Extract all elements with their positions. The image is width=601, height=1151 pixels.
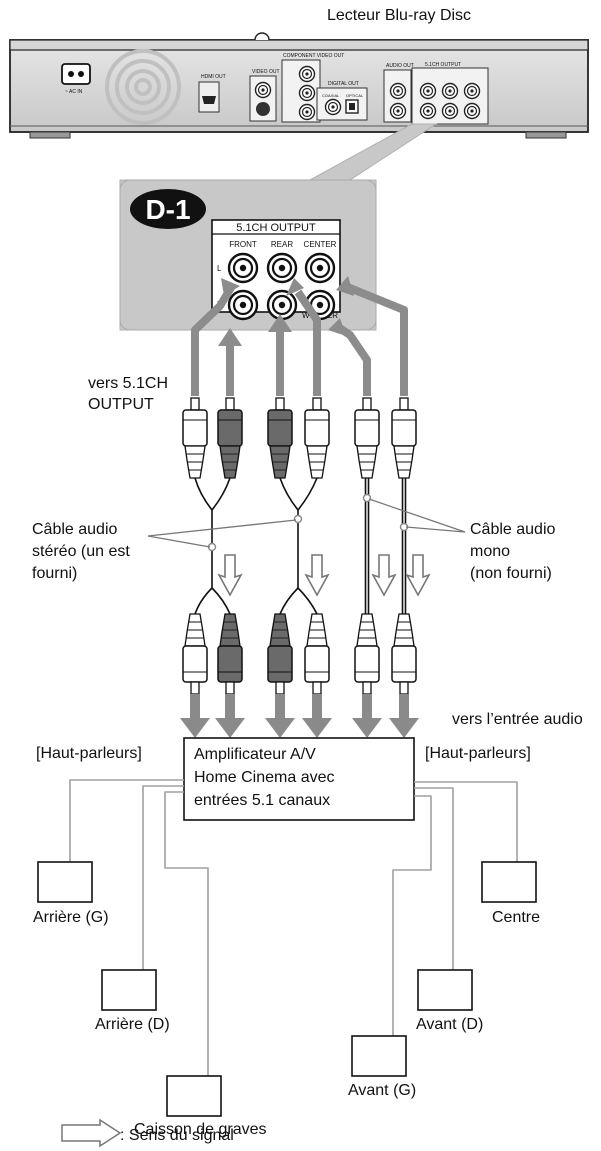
jack-front-l <box>227 252 259 284</box>
speaker-subwoofer <box>166 1075 222 1117</box>
d1-badge: D-1 <box>130 189 206 229</box>
inset-col-center: CENTER <box>304 240 337 249</box>
amplifier-box <box>183 737 415 821</box>
speaker-center <box>481 861 537 903</box>
cable-markers <box>207 493 409 552</box>
speaker-rear-right-label: Arrière (D) <box>95 1016 170 1033</box>
mono-cable-label-1: Câble audio <box>470 521 556 538</box>
component-video-out-group <box>281 59 321 123</box>
mono-cable-label-3: (non fourni) <box>470 565 552 582</box>
audio-out-group <box>383 69 412 123</box>
speakers <box>37 861 537 1117</box>
hdmi-out-label: HDMI OUT <box>201 74 226 80</box>
callout-lines <box>147 498 466 548</box>
bluray-player: ~ AC IN HDMI OUT VIDEO OUT COMPONENT VID… <box>9 32 589 139</box>
ac-in-label: ~ AC IN <box>65 89 83 95</box>
speaker-wires <box>69 779 518 1076</box>
legend-signal-arrow <box>61 1118 122 1148</box>
video-out-label: VIDEO OUT <box>252 69 280 75</box>
jack-rear-r <box>266 289 298 321</box>
stereo-cable-label-2: stéréo (un est <box>32 543 130 560</box>
cable-wires <box>194 477 407 615</box>
hdmi-out-port <box>198 81 220 113</box>
speaker-front-right <box>417 969 473 1011</box>
jack-center <box>304 252 336 284</box>
amplifier-line-1: Amplificateur A/V <box>194 746 316 763</box>
fan-grille <box>105 49 181 125</box>
amplifier-line-2: Home Cinema avec <box>194 769 335 786</box>
inset-row-l: L <box>217 264 222 273</box>
speaker-subwoofer-label: Caisson de graves <box>134 1121 267 1138</box>
output-51ch-small-label: 5.1CH OUTPUT <box>425 62 461 68</box>
speaker-rear-left-label: Arrière (G) <box>33 909 109 926</box>
vers-output-line2: OUTPUT <box>88 396 154 413</box>
stereo-cable-label-1: Câble audio <box>32 521 118 538</box>
vers-output-line1: vers 5.1CH <box>88 375 169 392</box>
speaker-rear-left <box>37 861 93 903</box>
inset-header: 5.1CH OUTPUT <box>236 222 316 234</box>
amplifier-line-3: entrées 5.1 canaux <box>194 792 331 809</box>
optical-label: OPTICAL <box>346 93 364 98</box>
inset-col-rear: REAR <box>271 240 293 249</box>
output-51ch-small-group <box>411 67 489 125</box>
inset-col-front: FRONT <box>229 240 257 249</box>
digital-out-label: DIGITAL OUT <box>328 81 359 87</box>
speaker-front-right-label: Avant (D) <box>416 1016 484 1033</box>
upper-arrowheads <box>218 276 354 346</box>
svg-text:D-1: D-1 <box>145 194 190 225</box>
jack-front-r <box>227 289 259 321</box>
upper-gray-arrows <box>191 282 408 396</box>
ac-in-socket <box>61 63 91 85</box>
component-video-out-label: COMPONENT VIDEO OUT <box>283 53 344 59</box>
lower-gray-arrows <box>180 694 419 738</box>
mono-cable-label-2: mono <box>470 543 511 560</box>
upper-plugs <box>182 397 417 479</box>
speaker-front-left-label: Avant (G) <box>348 1082 417 1099</box>
vers-entree-audio-label: vers l’entrée audio <box>452 711 583 728</box>
output-51ch-inset: 5.1CH OUTPUT FRONT REAR CENTER L R WOOFE… <box>211 219 341 321</box>
video-out-group <box>249 75 277 122</box>
audio-out-label: AUDIO OUT <box>386 63 414 69</box>
player-title: Lecteur Blu-ray Disc <box>327 7 472 24</box>
haut-parleurs-left-label: [Haut-parleurs] <box>36 745 142 762</box>
digital-out-group <box>316 87 368 121</box>
speaker-front-left <box>351 1035 407 1077</box>
coaxial-label: COAXIAL <box>322 93 340 98</box>
speaker-center-label: Centre <box>492 909 541 926</box>
legend-signal-label: : Sens du signal <box>120 1127 234 1144</box>
stereo-cable-label-3: fourni) <box>32 565 78 582</box>
amplifier-label: Amplificateur A/V Home Cinema avec entré… <box>194 743 409 812</box>
lower-plugs <box>182 613 417 695</box>
haut-parleurs-right-label: [Haut-parleurs] <box>425 745 531 762</box>
signal-arrows <box>218 554 430 596</box>
speaker-rear-right <box>101 969 157 1011</box>
jack-rear-l <box>266 252 298 284</box>
